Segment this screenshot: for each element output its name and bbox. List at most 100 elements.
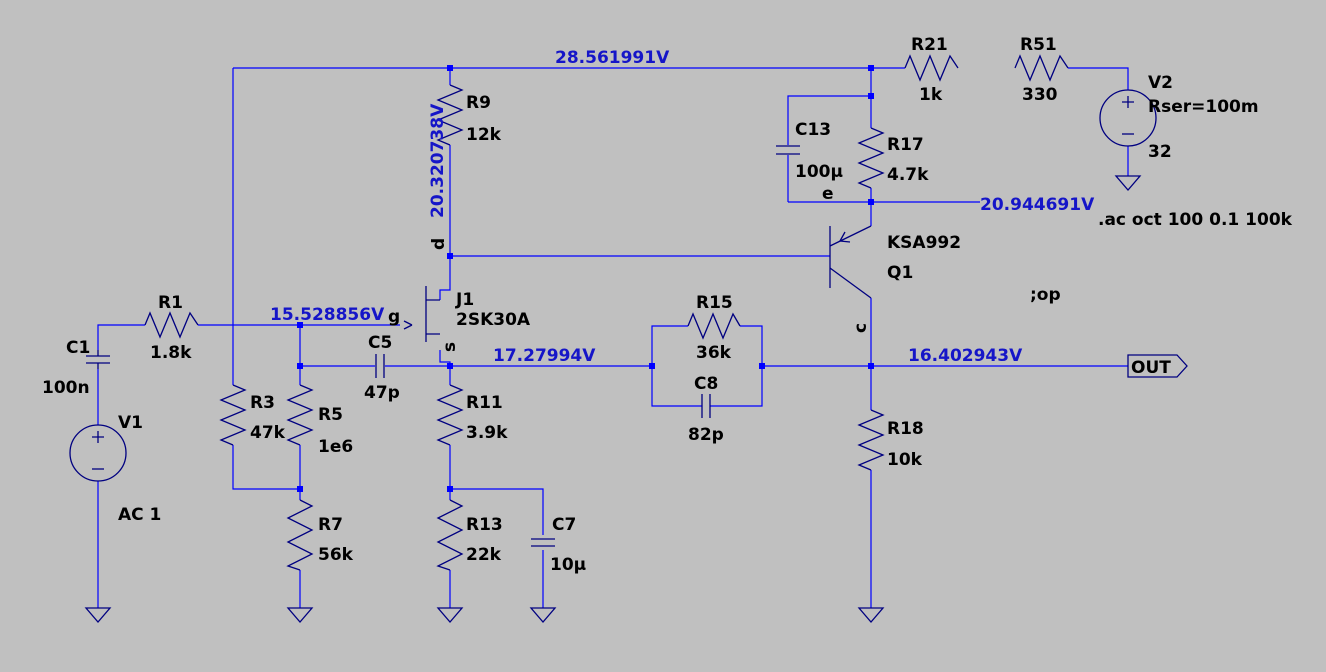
junction-dot <box>868 93 874 99</box>
voltage-drain: 20.320738V <box>428 103 448 218</box>
jfet-j1[interactable] <box>403 286 440 342</box>
r51-value: 330 <box>1022 85 1058 105</box>
emitter-arrow-icon <box>839 231 851 243</box>
resistor-r15[interactable] <box>687 312 741 340</box>
r11-value: 3.9k <box>466 423 508 443</box>
junction-dot <box>447 65 453 71</box>
r5-value: 1e6 <box>318 437 353 457</box>
ground-icon <box>436 607 464 623</box>
resistor-r5[interactable] <box>286 384 314 446</box>
junction-dot <box>759 363 765 369</box>
c13-name: C13 <box>795 120 831 140</box>
ground-icon <box>84 607 112 623</box>
junction-dot <box>868 363 874 369</box>
c8-value: 82p <box>688 425 724 445</box>
r7-name: R7 <box>318 515 343 535</box>
voltage-gate: 15.528856V <box>270 305 385 325</box>
resistor-r3[interactable] <box>219 384 247 446</box>
r21-value: 1k <box>919 85 943 105</box>
junction-dot <box>447 486 453 492</box>
r51-name: R51 <box>1020 35 1057 55</box>
wires <box>97 67 1129 608</box>
jfet-channel <box>425 286 440 342</box>
c5-name: C5 <box>368 333 392 353</box>
capacitor-c7[interactable] <box>531 538 555 547</box>
wire-emitter[interactable] <box>788 68 980 226</box>
resistor-r18[interactable] <box>857 409 885 471</box>
r18-value: 10k <box>887 450 923 470</box>
resistor-r17[interactable] <box>857 127 885 189</box>
bjt-emitter-lead <box>829 225 872 247</box>
out-port[interactable]: OUT <box>1127 354 1188 378</box>
v1-name: V1 <box>118 413 143 433</box>
junction-dot <box>868 65 874 71</box>
q1-value: KSA992 <box>887 233 961 253</box>
r1-name: R1 <box>158 293 183 313</box>
c13-value: 100µ <box>795 162 843 182</box>
r15-value: 36k <box>696 343 732 363</box>
j1-pin-d: d <box>429 238 449 250</box>
ground-icon <box>1114 175 1142 191</box>
ac-directive[interactable]: .ac oct 100 0.1 100k <box>1098 210 1293 230</box>
source-v2-body <box>1099 89 1157 147</box>
r13-name: R13 <box>466 515 503 535</box>
wire-c7[interactable] <box>450 488 544 608</box>
resistor-r11[interactable] <box>436 384 464 446</box>
wire-supply-rail[interactable] <box>233 67 1129 90</box>
r3-name: R3 <box>250 393 275 413</box>
r18-name: R18 <box>887 419 924 439</box>
capacitor-c5[interactable] <box>375 354 385 378</box>
c7-value: 10µ <box>550 555 586 575</box>
wire-r15-c8[interactable] <box>651 325 763 407</box>
junction-dot <box>447 253 453 259</box>
q1-pin-c: c <box>851 323 871 333</box>
source-v2[interactable] <box>1099 89 1157 147</box>
r1-value: 1.8k <box>150 343 192 363</box>
junction-dot <box>297 322 303 328</box>
resistor-r21[interactable] <box>904 54 959 82</box>
r3-value: 47k <box>250 423 286 443</box>
r13-value: 22k <box>466 545 502 565</box>
voltage-emitter: 20.944691V <box>980 195 1095 215</box>
wire-r3-r7[interactable] <box>232 445 300 490</box>
wire-input[interactable] <box>97 324 400 350</box>
r15-name: R15 <box>696 293 733 313</box>
ground-icon <box>857 607 885 623</box>
r17-name: R17 <box>887 135 924 155</box>
source-v1[interactable] <box>69 424 127 482</box>
resistor-r51[interactable] <box>1014 54 1069 82</box>
voltage-supply-rail: 28.561991V <box>555 48 670 68</box>
plus-icon <box>92 431 104 443</box>
j1-name: J1 <box>455 290 474 310</box>
v2-extra: Rser=100m <box>1148 97 1259 117</box>
capacitor-c8[interactable] <box>701 394 711 418</box>
resistor-r13[interactable] <box>436 499 464 571</box>
r21-name: R21 <box>911 35 948 55</box>
voltage-source: 17.27994V <box>493 346 596 366</box>
c8-name: C8 <box>694 374 718 394</box>
junction-dot <box>649 363 655 369</box>
v2-name: V2 <box>1148 73 1173 93</box>
c1-value: 100n <box>42 378 90 398</box>
capacitor-c13[interactable] <box>776 145 800 155</box>
r5-name: R5 <box>318 405 343 425</box>
op-directive[interactable]: ;op <box>1030 285 1061 305</box>
j1-pin-s: s <box>440 342 460 352</box>
r7-value: 56k <box>318 545 354 565</box>
junction-dot <box>868 199 874 205</box>
voltage-output: 16.402943V <box>908 346 1023 366</box>
wire-c13[interactable] <box>787 95 871 202</box>
resistor-r9[interactable] <box>436 84 464 146</box>
out-port-label: OUT <box>1131 358 1171 378</box>
ground-icon <box>286 607 314 623</box>
c7-name: C7 <box>552 515 576 535</box>
resistor-r7[interactable] <box>286 499 314 571</box>
junctions <box>297 65 874 492</box>
capacitor-c1[interactable] <box>86 350 110 369</box>
resistor-r1[interactable] <box>144 311 199 339</box>
r17-value: 4.7k <box>887 165 929 185</box>
bjt-q1[interactable] <box>829 225 872 299</box>
plus-icon <box>1122 96 1134 108</box>
bjt-collector-lead <box>829 267 872 299</box>
